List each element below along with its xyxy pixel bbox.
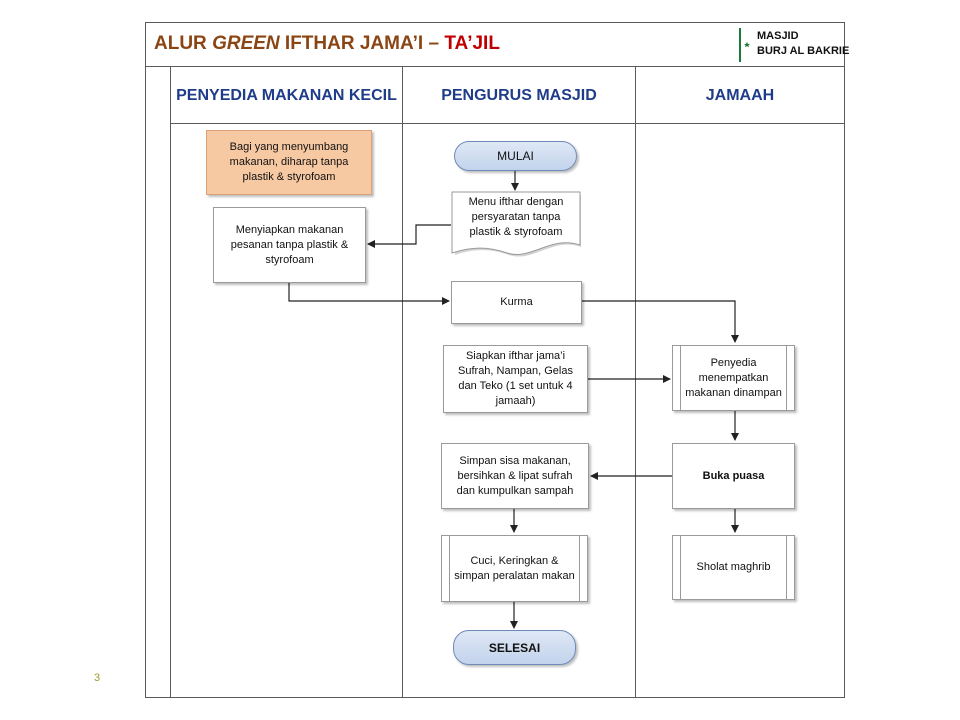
menu-document: Menu ifthar dengan persyaratan tanpa pla… [451,191,581,259]
arrow-kurma-penyedia [582,300,739,343]
diagram-title: ALUR GREEN IFTHAR JAMA’I – TA’JIL [154,33,500,54]
diagram-frame [145,22,845,698]
page-number: 3 [94,672,101,684]
lane-header-jamaah: JAMAAH [636,67,844,124]
serve-tray-process: Penyedia menempatkan makanan dinampan [672,345,795,411]
arrow-vendor-kurma [288,283,450,305]
pool-label-divider [170,67,171,698]
prepare-ifthar-box: Siapkan ifthar jama’i Sufrah, Nampan, Ge… [443,345,588,413]
cleanup-box: Simpan sisa makanan, bersihkan & lipat s… [441,443,589,509]
crescent-logo-icon [739,28,751,62]
document-shape [451,191,581,257]
kurma-box: Kurma [451,281,582,324]
mosque-logo [734,26,844,66]
break-fast-box: Buka puasa [672,443,795,509]
menu-document-text: Menu ifthar dengan persyaratan tanpa pla… [468,196,564,238]
start-terminal: MULAI [454,141,577,171]
arrow-menu-vendor [367,224,451,248]
end-terminal: SELESAI [453,630,576,665]
vendor-prepare-box: Menyiapkan makanan pesanan tanpa plastik… [213,207,366,283]
lane-header-penyedia: PENYEDIA MAKANAN KECIL [171,67,402,124]
maghrib-prayer-process: Sholat maghrib [672,535,795,600]
title-bar [145,22,845,67]
note-donor-box: Bagi yang menyumbang makanan, diharap ta… [206,130,372,195]
wash-store-process: Cuci, Keringkan & simpan peralatan makan [441,535,588,602]
lane-divider-2 [635,67,636,698]
lane-divider-1 [402,67,403,698]
lane-header-pengurus: PENGURUS MASJID [403,67,635,124]
